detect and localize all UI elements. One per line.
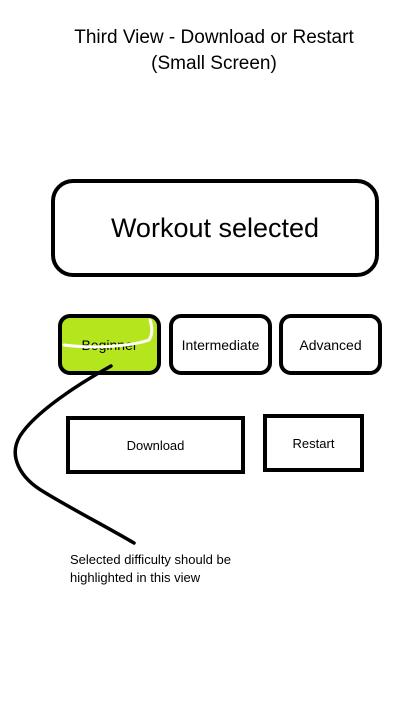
annotation-note-line1: Selected difficulty should be [70, 552, 231, 567]
annotation-note-line2: highlighted in this view [70, 570, 201, 585]
annotation-note: Selected difficulty should be highlighte… [70, 551, 310, 587]
restart-button[interactable]: Restart [263, 414, 364, 472]
difficulty-advanced-label: Advanced [299, 336, 362, 353]
page-subtitle: (Small Screen) [151, 53, 277, 74]
restart-button-label: Restart [292, 435, 335, 451]
page-title: Third View - Download or Restart [74, 27, 354, 48]
workout-selected-label: Workout selected [110, 212, 320, 243]
download-button[interactable]: Download [66, 416, 245, 474]
download-button-label: Download [126, 437, 185, 453]
difficulty-advanced-button[interactable]: Advanced [279, 314, 382, 375]
workout-selected-box: Workout selected [51, 179, 379, 277]
difficulty-intermediate-button[interactable]: Intermediate [169, 314, 272, 375]
difficulty-beginner-button[interactable]: Beginner [58, 314, 161, 375]
difficulty-beginner-label: Beginner [81, 336, 138, 353]
difficulty-intermediate-label: Intermediate [181, 336, 260, 353]
